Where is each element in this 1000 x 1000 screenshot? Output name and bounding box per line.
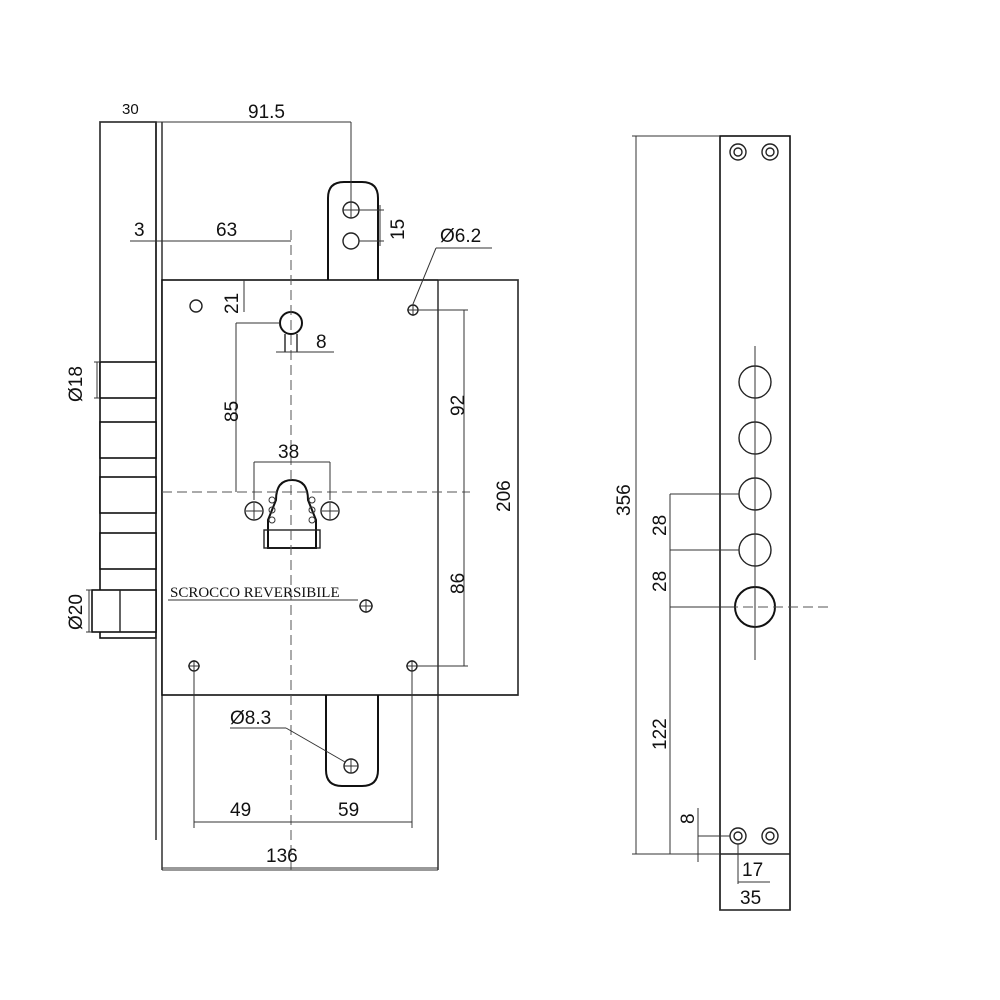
fixing-hole-latch: [359, 599, 373, 613]
body-hole-small: [189, 299, 203, 313]
dim-spindle-size: 8: [316, 332, 327, 353]
dim-hole-offset: 17: [742, 860, 763, 881]
dim-bolt-dia: Ø18: [66, 366, 87, 402]
dim-side-width: 35: [740, 888, 761, 909]
dim-spindle-to-cyl: 85: [222, 401, 243, 422]
latch: [91, 589, 157, 633]
dim-bottom-offset: 8: [678, 813, 699, 824]
bottom-hook: [325, 695, 379, 787]
cylinder-cam: [244, 478, 340, 549]
dim-latch-dia: Ø20: [66, 594, 87, 630]
dim-height-206: 206: [494, 480, 515, 512]
dim-bottom-right: 59: [338, 800, 359, 821]
dim-lower-holes: 86: [448, 573, 469, 594]
lock-body: [161, 279, 519, 696]
dim-bottom-left: 49: [230, 800, 251, 821]
dim-pitch-b: 28: [650, 571, 671, 592]
dim-lower: 122: [650, 718, 671, 750]
dim-hole-top-dia: Ø6.2: [440, 226, 481, 247]
bolt-2: [99, 421, 157, 459]
dim-hook-travel: 15: [388, 219, 409, 240]
bolt-3: [99, 476, 157, 514]
top-hook: [327, 181, 379, 280]
bolt-4: [99, 532, 157, 570]
dim-backset: 63: [216, 220, 237, 241]
dim-upper-holes: 92: [448, 395, 469, 416]
dim-offset-small: 3: [134, 220, 145, 241]
dim-total-height: 356: [614, 484, 635, 516]
dim-bottom-width: 136: [266, 846, 298, 867]
dim-top-width: 30: [122, 101, 139, 118]
bolt-1: [99, 361, 157, 399]
fixing-hole-top-right: [407, 304, 419, 316]
latch-label: SCROCCO REVERSIBILE: [170, 585, 340, 601]
fixing-hole-bottom-left: [188, 660, 200, 672]
dim-spindle-top: 21: [222, 293, 243, 314]
side-view: 356 28 28 122 8 17 35: [614, 135, 830, 911]
dim-pitch-a: 28: [650, 515, 671, 536]
front-view: 30 91.5 15 3 63 Ø6.2 21 8 Ø18 85 38 92 2…: [66, 101, 519, 871]
dim-bottom-hole-dia: Ø8.3: [230, 708, 271, 729]
dim-top-depth: 91.5: [248, 102, 285, 123]
fixing-hole-bottom-right: [406, 660, 418, 672]
dim-cyl-width: 38: [278, 442, 299, 463]
